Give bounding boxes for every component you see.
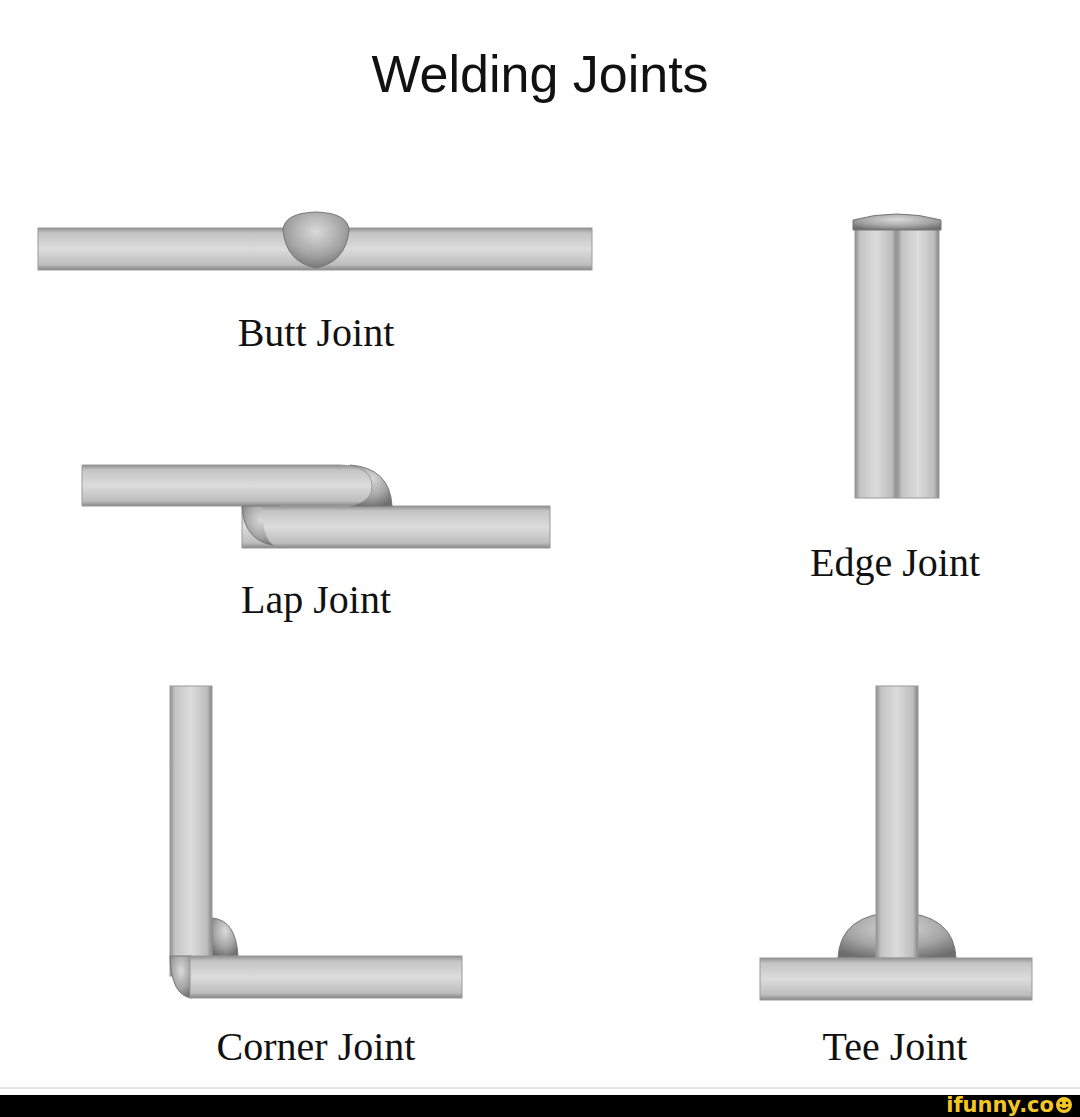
joint-caption: Corner Joint [217,1024,416,1070]
plate-bar [170,686,212,976]
smiley-icon [1066,1102,1069,1105]
plate-bar [242,506,550,548]
weld-bead [212,918,238,956]
smiley-icon [1060,1102,1063,1105]
joint-caption: Butt Joint [238,310,395,356]
plate-bar [760,958,1032,1000]
plate-bar [876,686,918,958]
joint-caption: Lap Joint [241,577,391,623]
plate-bar [190,956,462,998]
weld-bead [170,956,192,998]
joint-caption: Tee Joint [823,1024,968,1070]
plate-bar [82,465,372,506]
smiley-icon [1060,1107,1068,1109]
plate-bar [855,220,897,498]
weld-bead [283,212,349,268]
footer-bar [0,1095,1080,1117]
plate-bar [262,506,282,548]
plate-bar [897,220,939,498]
divider-line [0,1087,1080,1089]
weld-bead [853,214,941,230]
watermark: ifunny.co [946,1093,1054,1117]
diagram-title: Welding Joints [371,45,708,105]
smiley-icon [1056,1097,1072,1113]
joint-caption: Edge Joint [810,540,980,586]
